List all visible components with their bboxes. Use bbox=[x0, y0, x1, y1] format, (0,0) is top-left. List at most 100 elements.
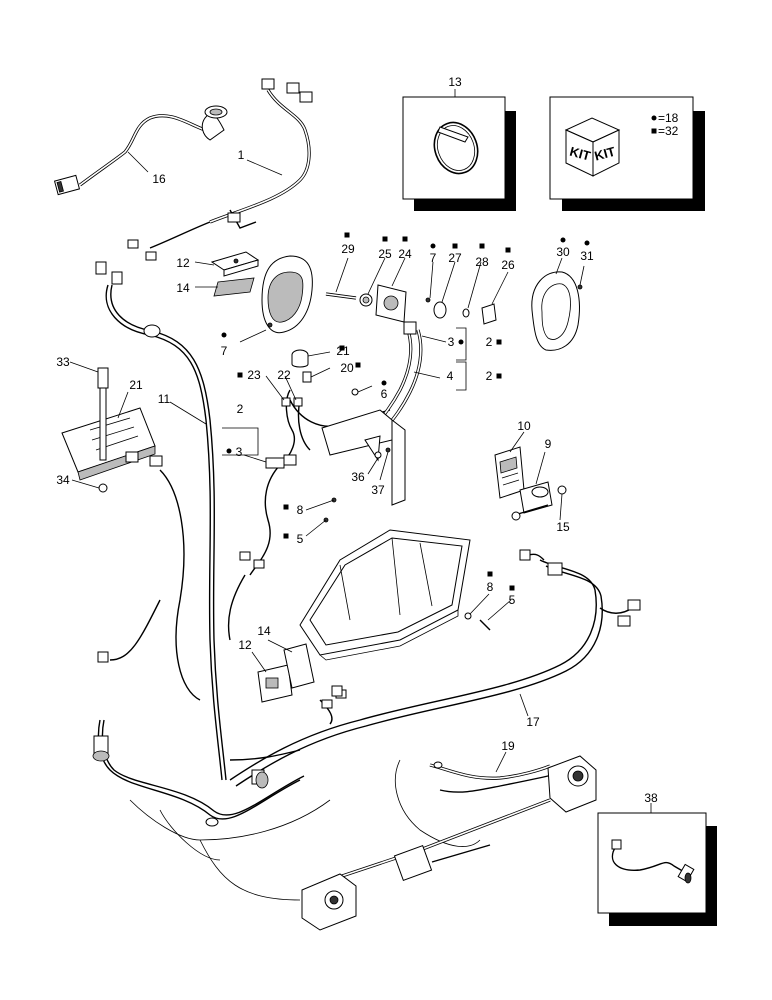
square-marker-icon bbox=[339, 345, 345, 351]
harness-1 bbox=[127, 78, 313, 261]
callout-30: 30 bbox=[556, 245, 570, 259]
callout-5: 5 bbox=[297, 532, 304, 546]
callout-20: 20 bbox=[340, 361, 354, 375]
hose-clamp-icon bbox=[433, 121, 479, 175]
callout-2: 2 bbox=[237, 402, 244, 416]
square-marker-icon bbox=[402, 236, 408, 242]
square-marker-icon bbox=[355, 362, 361, 368]
callout-6: 6 bbox=[381, 387, 388, 401]
callout-12b: 12 bbox=[238, 638, 252, 652]
callout-1: 1 bbox=[238, 148, 245, 162]
callout-21: 21 bbox=[129, 378, 143, 392]
callout-7: 7 bbox=[221, 344, 228, 358]
square-marker-icon bbox=[479, 243, 485, 249]
bracket-9 bbox=[511, 481, 567, 521]
switch-plate-12b bbox=[257, 664, 293, 703]
square-marker-icon bbox=[496, 339, 502, 345]
callout-15: 15 bbox=[556, 520, 570, 534]
circle-marker-icon bbox=[221, 332, 227, 338]
sensor-harness-icon bbox=[611, 839, 695, 884]
callout-25: 25 bbox=[378, 247, 392, 261]
sensor-20 bbox=[302, 371, 312, 383]
circle-marker-icon bbox=[381, 380, 387, 386]
callout-14: 14 bbox=[176, 281, 190, 295]
square-marker-icon bbox=[651, 128, 657, 134]
callout-34: 34 bbox=[56, 473, 70, 487]
callout-8b: 8 bbox=[487, 580, 494, 594]
circle-marker-icon bbox=[458, 339, 464, 345]
callout-16: 16 bbox=[152, 172, 166, 186]
square-marker-icon bbox=[509, 585, 515, 591]
square-marker-icon bbox=[382, 236, 388, 242]
cover-30 bbox=[531, 271, 583, 351]
harness-11 bbox=[95, 261, 227, 781]
decal-14b bbox=[283, 643, 315, 689]
callout-2c: 2 bbox=[486, 369, 493, 383]
callout-14b: 14 bbox=[257, 624, 271, 638]
square-marker-icon bbox=[283, 504, 289, 510]
square-marker-icon bbox=[487, 571, 493, 577]
square-marker-icon bbox=[237, 372, 243, 378]
callout-33: 33 bbox=[56, 355, 70, 369]
callout-27: 27 bbox=[448, 251, 462, 265]
kit-label-left: KIT bbox=[568, 144, 592, 164]
display-monitor bbox=[261, 255, 313, 334]
callout-26: 26 bbox=[501, 258, 515, 272]
callout-11: 11 bbox=[158, 392, 171, 406]
inset-box-kit: KIT KIT =18 =32 bbox=[549, 96, 705, 211]
callout-24: 24 bbox=[398, 247, 412, 261]
callout-3b: 3 bbox=[448, 335, 455, 349]
decal-14 bbox=[213, 277, 255, 297]
legend-markers bbox=[221, 232, 590, 591]
square-marker-icon bbox=[505, 247, 511, 253]
callout-37: 37 bbox=[371, 483, 385, 497]
circle-marker-icon bbox=[430, 243, 436, 249]
handheld-10 bbox=[494, 446, 525, 499]
callout-29: 29 bbox=[341, 242, 355, 256]
kit-box-icon: KIT KIT bbox=[564, 117, 621, 177]
connector-21b bbox=[291, 349, 309, 368]
callout-36: 36 bbox=[351, 470, 365, 484]
storage-tray bbox=[299, 529, 471, 661]
callout-31: 31 bbox=[580, 249, 594, 263]
circle-marker-icon bbox=[226, 448, 232, 454]
controller-21 bbox=[61, 407, 163, 481]
inset-box-38 bbox=[597, 812, 717, 926]
square-marker-icon bbox=[283, 533, 289, 539]
harness-16 bbox=[53, 105, 228, 196]
square-marker-icon bbox=[344, 232, 350, 238]
mount-assembly bbox=[325, 284, 497, 335]
square-marker-icon bbox=[452, 243, 458, 249]
callout-21b: 21 bbox=[336, 344, 350, 358]
lower-harness bbox=[92, 685, 347, 901]
callout-4: 4 bbox=[447, 369, 454, 383]
actuator-assembly bbox=[301, 755, 597, 931]
callout-28: 28 bbox=[475, 255, 489, 269]
bolt-33 bbox=[97, 367, 109, 461]
nut-34 bbox=[98, 483, 108, 493]
callout-8: 8 bbox=[297, 503, 304, 517]
callout-3: 3 bbox=[236, 445, 243, 459]
mount-tube-4 bbox=[321, 329, 423, 506]
callout-17: 17 bbox=[526, 715, 540, 729]
callout-2b: 2 bbox=[486, 335, 493, 349]
square-marker-icon bbox=[496, 373, 502, 379]
leader-lines bbox=[69, 151, 585, 773]
callout-9: 9 bbox=[545, 437, 552, 451]
harness-2 bbox=[227, 389, 391, 641]
callout-13: 13 bbox=[448, 75, 462, 89]
circle-marker-icon bbox=[560, 237, 566, 243]
harness-17 bbox=[229, 549, 641, 787]
callout-5b: 5 bbox=[509, 593, 516, 607]
callout-10: 10 bbox=[517, 419, 531, 433]
inset-box-13 bbox=[402, 96, 516, 211]
circle-marker-icon bbox=[584, 240, 590, 246]
callout-23: 23 bbox=[247, 368, 261, 382]
legend-square-text: =32 bbox=[658, 124, 679, 138]
harness-19 bbox=[429, 761, 553, 793]
callout-38: 38 bbox=[644, 791, 658, 805]
callout-7b: 7 bbox=[430, 251, 437, 265]
circle-marker-icon bbox=[651, 115, 657, 121]
callout-22: 22 bbox=[277, 368, 291, 382]
